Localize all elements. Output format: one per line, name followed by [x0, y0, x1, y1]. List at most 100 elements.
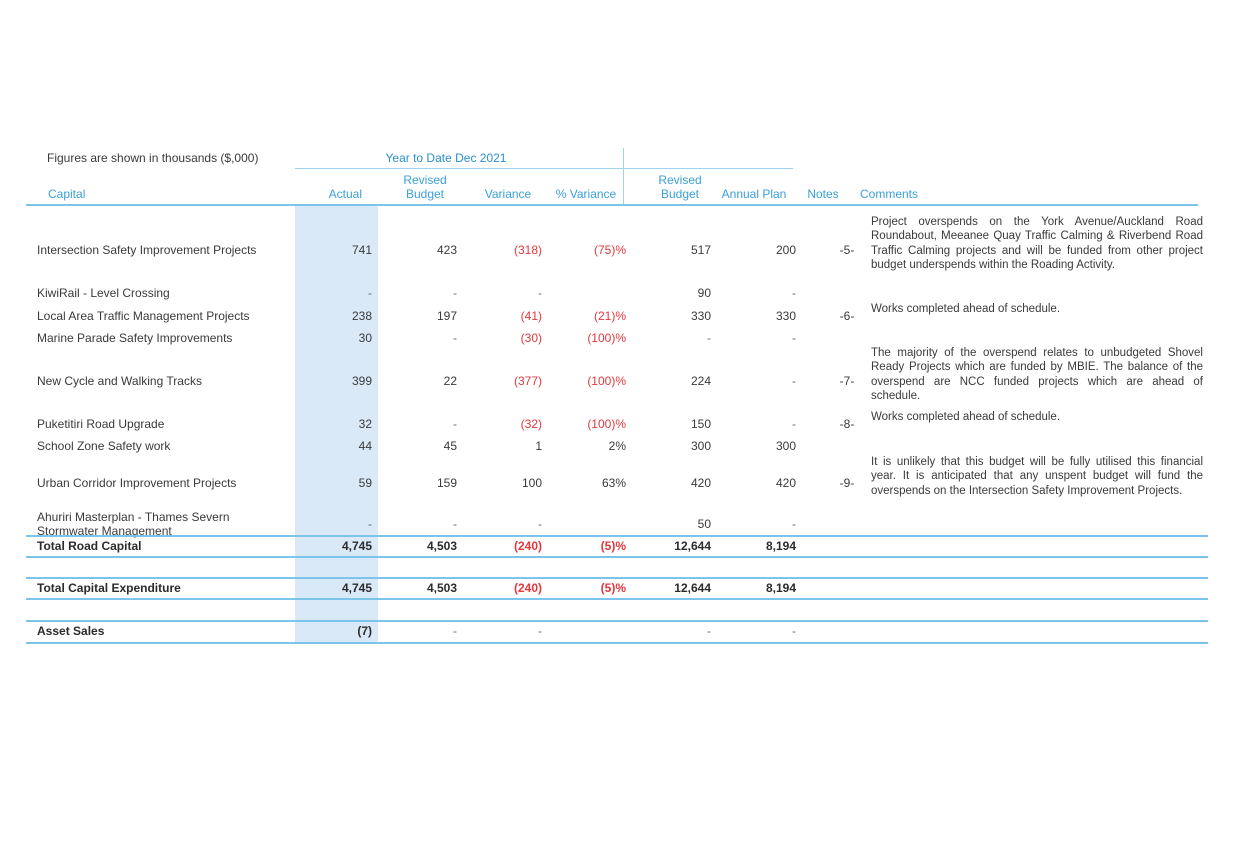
cell-revised-budget-2: 90 [697, 286, 711, 300]
total-revised-budget-2: - [707, 624, 711, 638]
col-notes: Notes [807, 187, 839, 201]
row-label: Puketitiri Road Upgrade [37, 417, 164, 431]
cell-variance: (32) [520, 417, 542, 431]
row-label: Intersection Safety Improvement Projects [37, 243, 256, 257]
row-label: School Zone Safety work [37, 439, 170, 453]
ytd-header-rule [295, 168, 793, 169]
total-label: Asset Sales [37, 624, 105, 638]
cell-annual-plan: - [792, 331, 796, 345]
figures-note: Figures are shown in thousands ($,000) [47, 151, 259, 165]
cell-annual-plan: 420 [775, 476, 796, 490]
col-comments: Comments [860, 187, 919, 201]
total-capex-top-rule [26, 577, 1208, 579]
note-ref: -6- [839, 309, 855, 323]
cell-revised-budget-2: 150 [690, 417, 711, 431]
total-variance: (240) [513, 581, 542, 595]
cell-annual-plan: - [792, 286, 796, 300]
cell-actual: - [368, 286, 372, 300]
cell-revised-budget: 22 [443, 374, 457, 388]
cell-variance: (30) [520, 331, 542, 345]
cell-annual-plan: 200 [775, 243, 796, 257]
cell-variance: (41) [520, 309, 542, 323]
note-ref: -8- [839, 417, 855, 431]
total-revised-budget-2: 12,644 [674, 581, 711, 595]
col-capital: Capital [48, 187, 86, 201]
total-revised-budget: 4,503 [426, 539, 457, 553]
actual-column-band [295, 205, 378, 643]
cell-revised-budget-2: 300 [690, 439, 711, 453]
row-label: Urban Corridor Improvement Projects [37, 476, 236, 490]
col-pct-variance: % Variance [555, 187, 617, 201]
comment-text: The majority of the overspend relates to… [871, 347, 1203, 402]
row-label-line: Urban Corridor Improvement Projects [37, 476, 237, 490]
col-annual-plan: Annual Plan [721, 187, 787, 201]
row-label-line: Ahuriri Masterplan - Thames Severn [37, 510, 230, 524]
cell-pct-variance: 63% [601, 476, 626, 490]
cell-revised-budget: - [453, 517, 457, 531]
total-label: Total Road Capital [37, 539, 142, 553]
column-header-rule [26, 204, 1198, 206]
cell-actual: - [368, 517, 372, 531]
cell-actual: 741 [351, 243, 372, 257]
row-label: KiwiRail - Level Crossing [37, 286, 170, 300]
cell-revised-budget-2: 517 [690, 243, 711, 257]
cell-revised-budget-2: 420 [690, 476, 711, 490]
row-label-line: Local Area Traffic Management Projects [37, 309, 250, 323]
total-annual-plan: 8,194 [765, 539, 796, 553]
total-label: Total Capital Expenditure [37, 581, 181, 595]
row-label-line: Marine Parade Safety Improvements [37, 331, 233, 345]
total-annual-plan: 8,194 [765, 581, 796, 595]
cell-actual: 59 [358, 476, 372, 490]
note-ref: -9- [839, 476, 855, 490]
cell-actual: 30 [358, 331, 372, 345]
cell-actual: 399 [351, 374, 372, 388]
cell-revised-budget-2: - [707, 331, 711, 345]
col-variance: Variance [484, 187, 532, 201]
cell-annual-plan: - [792, 374, 796, 388]
cell-pct-variance: (100)% [587, 331, 626, 345]
cell-revised-budget: 45 [443, 439, 457, 453]
cell-revised-budget: 159 [436, 476, 457, 490]
asset-sales-top-rule [26, 620, 1208, 622]
total-pct-variance: (5)% [600, 539, 626, 553]
cell-pct-variance: (75)% [593, 243, 626, 257]
row-label-line: School Zone Safety work [37, 439, 171, 453]
total-road-bottom-rule [26, 556, 1208, 558]
row-label: New Cycle and Walking Tracks [37, 374, 202, 388]
row-label: Local Area Traffic Management Projects [37, 309, 250, 323]
total-revised-budget-2: 12,644 [674, 539, 711, 553]
comment-text: Works completed ahead of schedule. [871, 411, 1061, 423]
row-label-line: New Cycle and Walking Tracks [37, 374, 202, 388]
cell-actual: 32 [358, 417, 372, 431]
cell-variance: (377) [513, 374, 542, 388]
cell-annual-plan: 330 [775, 309, 796, 323]
note-ref: -5- [839, 243, 855, 257]
total-annual-plan: - [792, 624, 796, 638]
total-revised-budget: 4,503 [426, 581, 457, 595]
total-actual: 4,745 [341, 581, 372, 595]
cell-revised-budget-2: 224 [690, 374, 711, 388]
total-road-top-rule [26, 535, 1208, 537]
total-variance: - [538, 624, 542, 638]
comment-text: Works completed ahead of schedule. [871, 303, 1061, 315]
total-revised-budget: - [453, 624, 457, 638]
cell-revised-budget-2: 330 [690, 309, 711, 323]
cell-pct-variance: 2% [608, 439, 626, 453]
row-label-line: Intersection Safety Improvement Projects [37, 243, 257, 257]
note-ref: -7- [839, 374, 855, 388]
cell-revised-budget: 423 [436, 243, 457, 257]
cell-annual-plan: 300 [775, 439, 796, 453]
cell-variance: - [538, 286, 542, 300]
total-variance: (240) [513, 539, 542, 553]
cell-revised-budget-2: 50 [697, 517, 711, 531]
cell-revised-budget: - [453, 331, 457, 345]
cell-actual: 44 [358, 439, 372, 453]
cell-actual: 238 [351, 309, 372, 323]
comment-text: It is unlikely that this budget will be … [871, 456, 1203, 497]
cell-pct-variance: (21)% [593, 309, 626, 323]
cell-variance: 1 [535, 439, 542, 453]
cell-revised-budget: - [453, 417, 457, 431]
